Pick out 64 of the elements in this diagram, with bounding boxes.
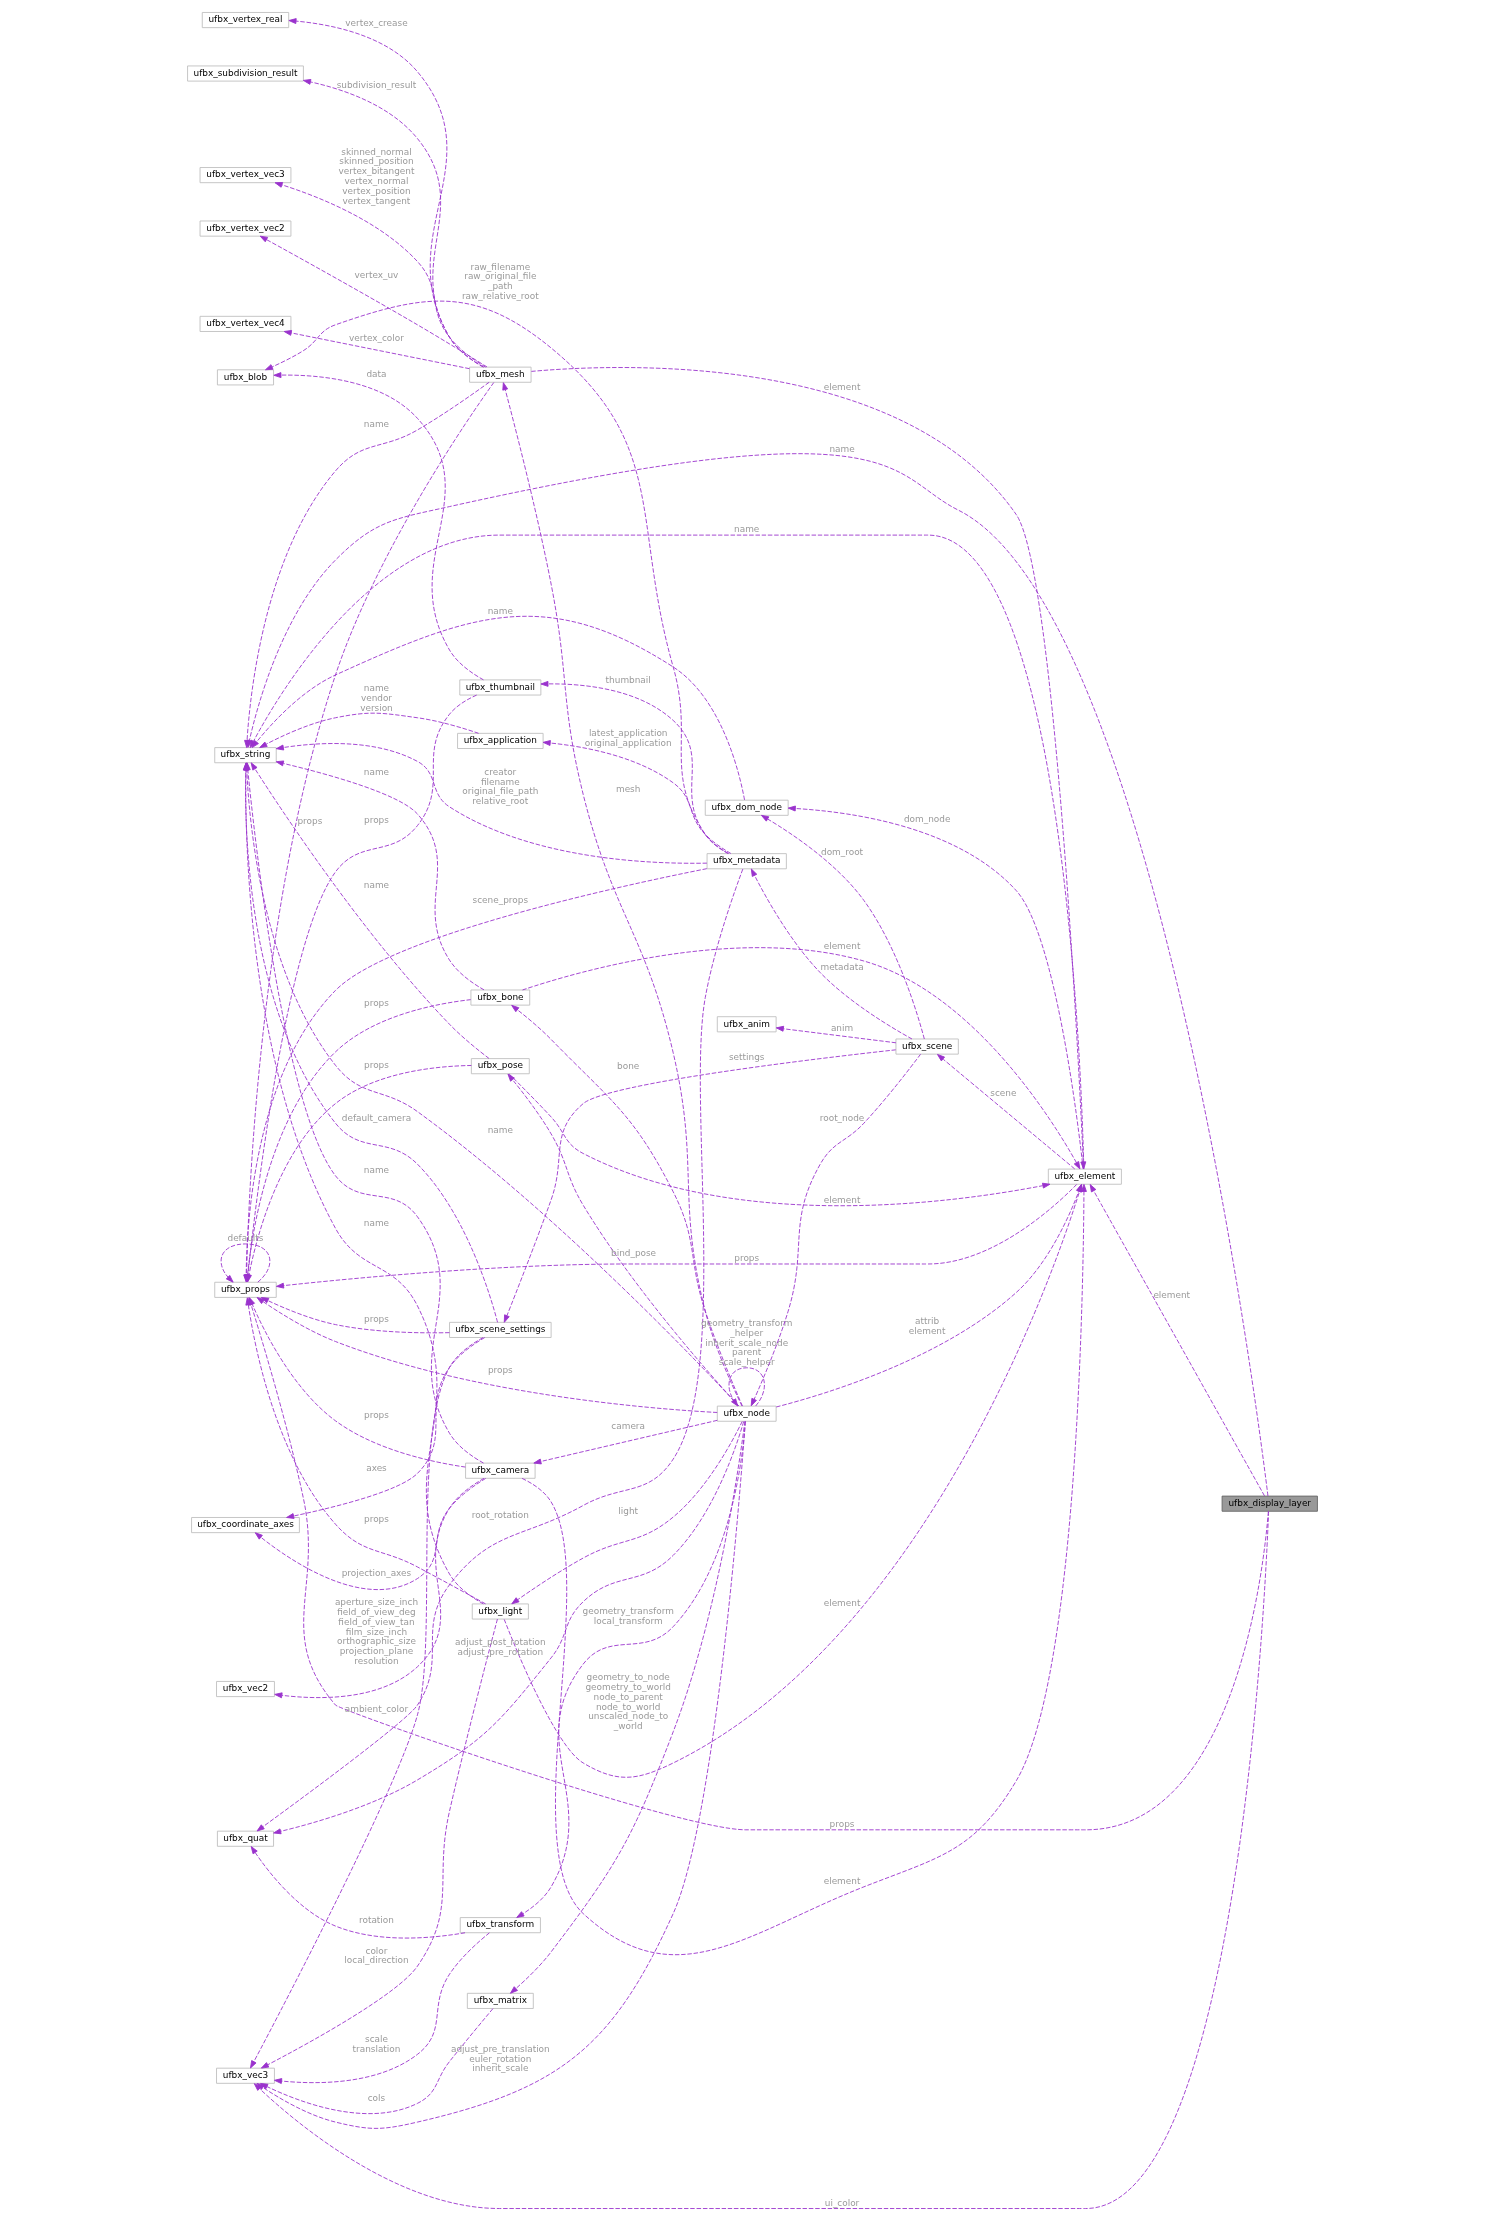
edge-label: bind_pose xyxy=(610,1247,656,1258)
edge-label: scale translation xyxy=(352,2033,400,2054)
edge-label: name xyxy=(487,1125,513,1135)
edge-label: props xyxy=(363,814,389,825)
edge-label: props xyxy=(363,1513,389,1524)
edge-label: dom_node xyxy=(903,814,950,825)
edge-label: aperture_size_inch field_of_view_deg field_of_view_tan film_size_inch orthographic_size projection_plane resolution xyxy=(334,1597,418,1667)
edge-label: name xyxy=(733,524,759,535)
edge-label: data xyxy=(365,369,386,380)
edge-label: adjust_pre_translation euler_rotation inherit_scale xyxy=(450,2043,550,2074)
edge-label: axes xyxy=(365,1462,387,1473)
edge-label: ui_color xyxy=(824,2197,859,2208)
edge-label: name xyxy=(363,879,389,890)
edge-label: metadata xyxy=(819,961,864,972)
edge-label: creator filename original_file_path relative_root xyxy=(461,766,538,807)
edge-label: thumbnail xyxy=(605,675,651,686)
edge-label: mesh xyxy=(615,783,640,794)
edge-label: element xyxy=(823,941,860,952)
edge-label: rotation xyxy=(358,1915,394,1926)
edge-label: scene_props xyxy=(472,895,528,906)
edge-label: ambient_color xyxy=(344,1704,408,1715)
edge-label: projection_axes xyxy=(341,1567,411,1578)
edge-label: root_rotation xyxy=(471,1509,529,1520)
edge-label: props xyxy=(363,1410,389,1421)
edge-label: element xyxy=(1152,1289,1190,1300)
edge-label: element xyxy=(823,1876,860,1887)
edge-label: props xyxy=(363,1313,389,1324)
edge-label: element xyxy=(823,1598,860,1609)
edge-label: name xyxy=(363,766,389,777)
edge-label: raw_filename raw_original_file _path raw_relative_root xyxy=(461,261,539,301)
edge-label: props xyxy=(487,1364,513,1375)
edge-label: vertex_crease xyxy=(344,18,408,29)
edge-label: anim xyxy=(830,1022,853,1033)
edge-label: vertex_color xyxy=(348,332,404,343)
edge-label: name xyxy=(363,1217,389,1228)
edge-label: scene xyxy=(989,1088,1016,1099)
edge-label: name vendor version xyxy=(359,683,393,713)
edge-label: light xyxy=(617,1506,638,1517)
edge-label: cols xyxy=(367,2092,385,2103)
edge-label: props xyxy=(733,1253,759,1264)
edge-label: default_camera xyxy=(341,1112,411,1123)
edge-label: vertex_uv xyxy=(354,269,398,280)
edge-label: geometry_transform local_transform xyxy=(582,1606,674,1626)
edge-label: dom_root xyxy=(820,846,863,857)
edge-label: color local_direction xyxy=(343,1945,409,1966)
edge-label: subdivision_result xyxy=(336,79,416,90)
edge-label: root_node xyxy=(819,1112,864,1123)
edge-label: latest_application original_application xyxy=(584,728,672,749)
edge-label: geometry_to_node geometry_to_world node_to_parent node_to_world unscaled_node_to _world xyxy=(584,1672,671,1732)
edge-label: element xyxy=(823,381,860,392)
edge-label: skinned_normal skinned_position vertex_bitangent vertex_normal vertex_position vertex_tangent xyxy=(337,146,414,206)
edge-label: name xyxy=(487,606,513,617)
edge-label: bone xyxy=(616,1060,639,1071)
edge-label: props xyxy=(829,1819,854,1830)
edge-label: settings xyxy=(728,1051,764,1062)
edge-label: attrib element xyxy=(908,1315,946,1336)
edge-label: element xyxy=(823,1194,860,1205)
edge-label: camera xyxy=(610,1420,645,1431)
edge-label: props xyxy=(363,998,389,1009)
edge-label: props xyxy=(296,815,322,826)
edge-label: name xyxy=(363,1165,389,1176)
edge-label: props xyxy=(363,1059,389,1070)
edge-label: name xyxy=(363,419,389,430)
edge-label: name xyxy=(828,444,855,455)
